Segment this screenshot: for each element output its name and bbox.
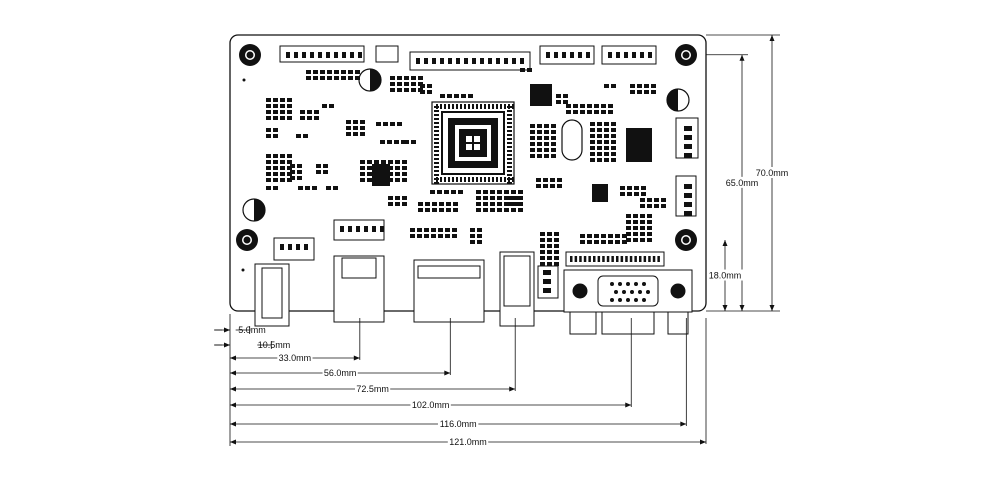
dimension-56-0mm: 56.0mm [230, 318, 451, 378]
dimension-10-5mm: 10.5mm [215, 340, 290, 350]
dimension-label: 121.0mm [449, 437, 487, 447]
dimension-label: 70.0mm [756, 168, 789, 178]
dimension-label: 10.5mm [258, 340, 291, 350]
dimension-label: 116.0mm [440, 419, 477, 429]
dimension-label: 65.0mm [726, 178, 759, 188]
dimension-121-0mm: 121.0mm [230, 318, 707, 447]
ic-pins [434, 104, 514, 184]
main-ic [431, 101, 515, 185]
connector-header [375, 45, 399, 63]
connector-header [409, 51, 531, 71]
audio-jack [499, 251, 535, 327]
dimension-102-0mm: 102.0mm [230, 318, 632, 410]
dimension-label: 102.0mm [412, 400, 450, 410]
connector-header [279, 45, 365, 63]
smd-components [266, 68, 666, 266]
capacitors [242, 68, 690, 222]
power-jack [254, 263, 290, 327]
vga-pins [570, 256, 660, 302]
dimension-label: 56.0mm [324, 368, 357, 378]
crystal [561, 119, 583, 161]
connector-header [273, 237, 315, 261]
connector-pins [280, 52, 692, 293]
dimension-label: 72.5mm [356, 384, 389, 394]
connector-header [539, 45, 595, 65]
dimension-label: 33.0mm [279, 353, 312, 363]
dimension-label: 5.0mm [238, 325, 266, 335]
dimension-18-0mm: 18.0mm [707, 240, 743, 311]
dimension-33-0mm: 33.0mm [230, 318, 361, 363]
dimension-label: 18.0mm [709, 271, 742, 281]
dimension-72-5mm: 72.5mm [230, 318, 516, 394]
dimension-5-0mm: 5.0mm [215, 325, 266, 335]
hdmi-connector [413, 259, 485, 323]
dimension-116-0mm: 116.0mm [230, 318, 687, 429]
horizontal-dimensions: 5.0mm 10.5mm 33.0mm 56.0mm 72.5mm 102.0mm 116.… [214, 314, 707, 447]
dimension-65-0mm: 65.0mm [706, 54, 760, 311]
connector-header [601, 45, 657, 65]
bottom-connectors [254, 251, 693, 335]
dimension-70-0mm: 70.0mm [754, 35, 790, 311]
mounting-holes [236, 44, 697, 272]
